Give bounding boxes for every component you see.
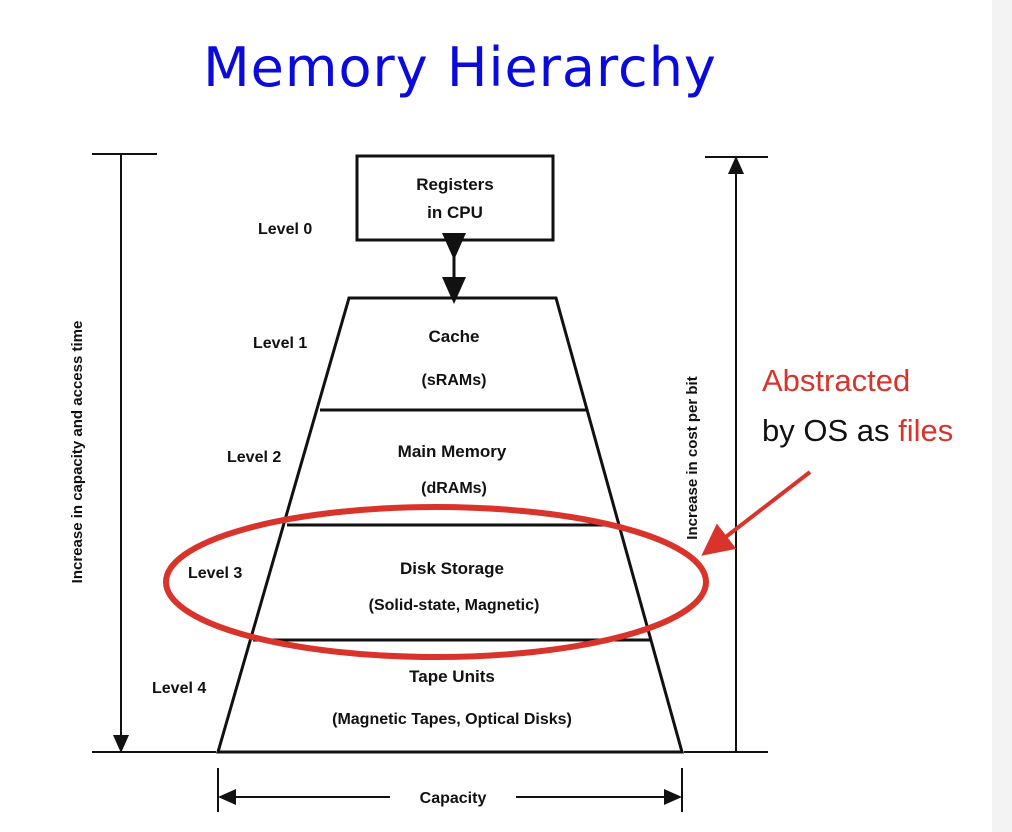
left-axis-label: Increase in capacity and access time [69,321,86,584]
disk-storage-line2: (Solid-state, Magnetic) [369,597,540,614]
registers-line1: Registers [416,175,493,194]
right-edge-strip [992,0,1012,832]
disk-storage-line1: Disk Storage [400,559,504,578]
right-axis-label: Increase in cost per bit [684,376,701,539]
cache-line2: (sRAMs) [422,372,487,389]
annotation-files-word: files [898,413,954,448]
annotation-line2: by OS as files [762,406,953,456]
cache-line1: Cache [428,327,479,346]
disk-storage-highlight-ellipse [163,504,709,660]
registers-box [355,154,555,242]
level-2-label: Level 2 [227,449,281,466]
annotation-line1: Abstracted [762,363,911,398]
level-0-label: Level 0 [258,221,312,238]
hierarchy-pyramid [216,296,684,754]
level-3-label: Level 3 [188,565,242,582]
tape-units-line2: (Magnetic Tapes, Optical Disks) [332,711,572,728]
main-memory-line1: Main Memory [398,442,507,461]
annotation-line2-prefix: by OS as [762,413,899,448]
bottom-axis-label: Capacity [420,790,487,807]
page-title: Memory Hierarchy [203,36,717,99]
registers-line2: in CPU [427,203,483,222]
level-4-label: Level 4 [152,680,206,697]
tape-units-line1: Tape Units [409,667,495,686]
annotation-pointer-arrow [701,470,812,556]
files-annotation: Abstracted by OS as files [762,356,953,456]
level-1-label: Level 1 [253,335,307,352]
main-memory-line2: (dRAMs) [421,480,487,497]
